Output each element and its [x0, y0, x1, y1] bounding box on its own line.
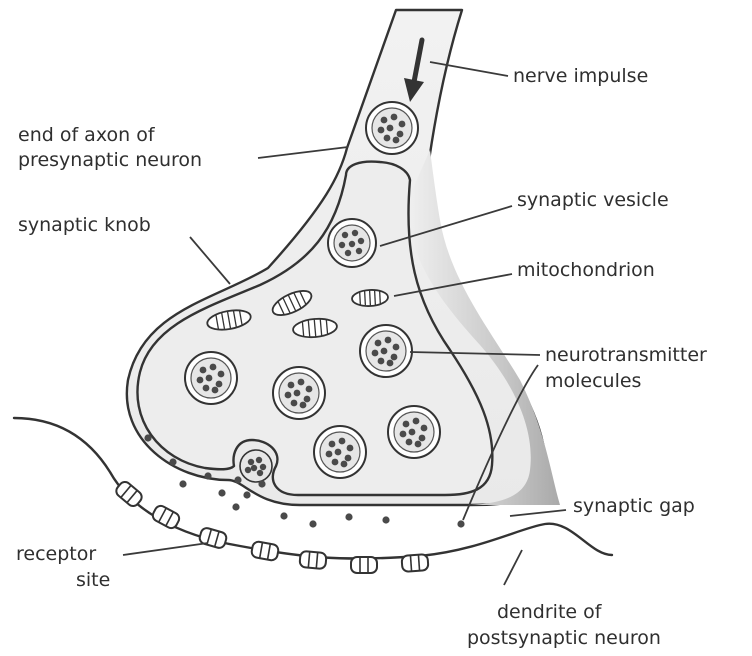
- label-receptor-line2: site: [76, 569, 110, 591]
- label-end-of-axon-line2: presynaptic neuron: [18, 149, 202, 171]
- vesicle-bottom-right: [388, 406, 440, 458]
- leader-synaptic-gap: [510, 510, 566, 516]
- leader-receptor: [123, 543, 208, 555]
- vesicle-fusing: [240, 450, 272, 482]
- label-receptor-line1: receptor: [16, 543, 96, 565]
- label-synaptic-gap: synaptic gap: [573, 495, 695, 517]
- label-synaptic-knob: synaptic knob: [18, 214, 151, 236]
- vesicle-center: [273, 367, 325, 419]
- label-dendrite-line2: postsynaptic neuron: [467, 627, 661, 649]
- label-nerve-impulse: nerve impulse: [513, 65, 648, 87]
- vesicle-axon: [366, 102, 418, 154]
- leader-synaptic-knob: [190, 237, 230, 284]
- receptor-7: [401, 554, 428, 572]
- leader-dendrite: [504, 550, 522, 585]
- vesicle-bottom-middle: [314, 426, 366, 478]
- receptor-5: [299, 551, 326, 569]
- vesicle-top: [328, 219, 376, 267]
- label-neurotransmitter-line1: neurotransmitter: [545, 344, 707, 366]
- receptor-4: [251, 541, 279, 561]
- receptor-2: [151, 504, 181, 530]
- leader-end-of-axon: [258, 147, 348, 158]
- vesicle-right: [360, 325, 412, 377]
- label-mitochondrion: mitochondrion: [517, 259, 655, 281]
- receptor-6: [351, 557, 377, 573]
- label-dendrite-line1: dendrite of: [497, 601, 603, 623]
- receptor-3: [198, 527, 227, 550]
- vesicle-left: [185, 352, 237, 404]
- label-end-of-axon-line1: end of axon of: [18, 124, 156, 146]
- label-synaptic-vesicle: synaptic vesicle: [517, 189, 669, 211]
- label-neurotransmitter-line2: molecules: [545, 370, 641, 392]
